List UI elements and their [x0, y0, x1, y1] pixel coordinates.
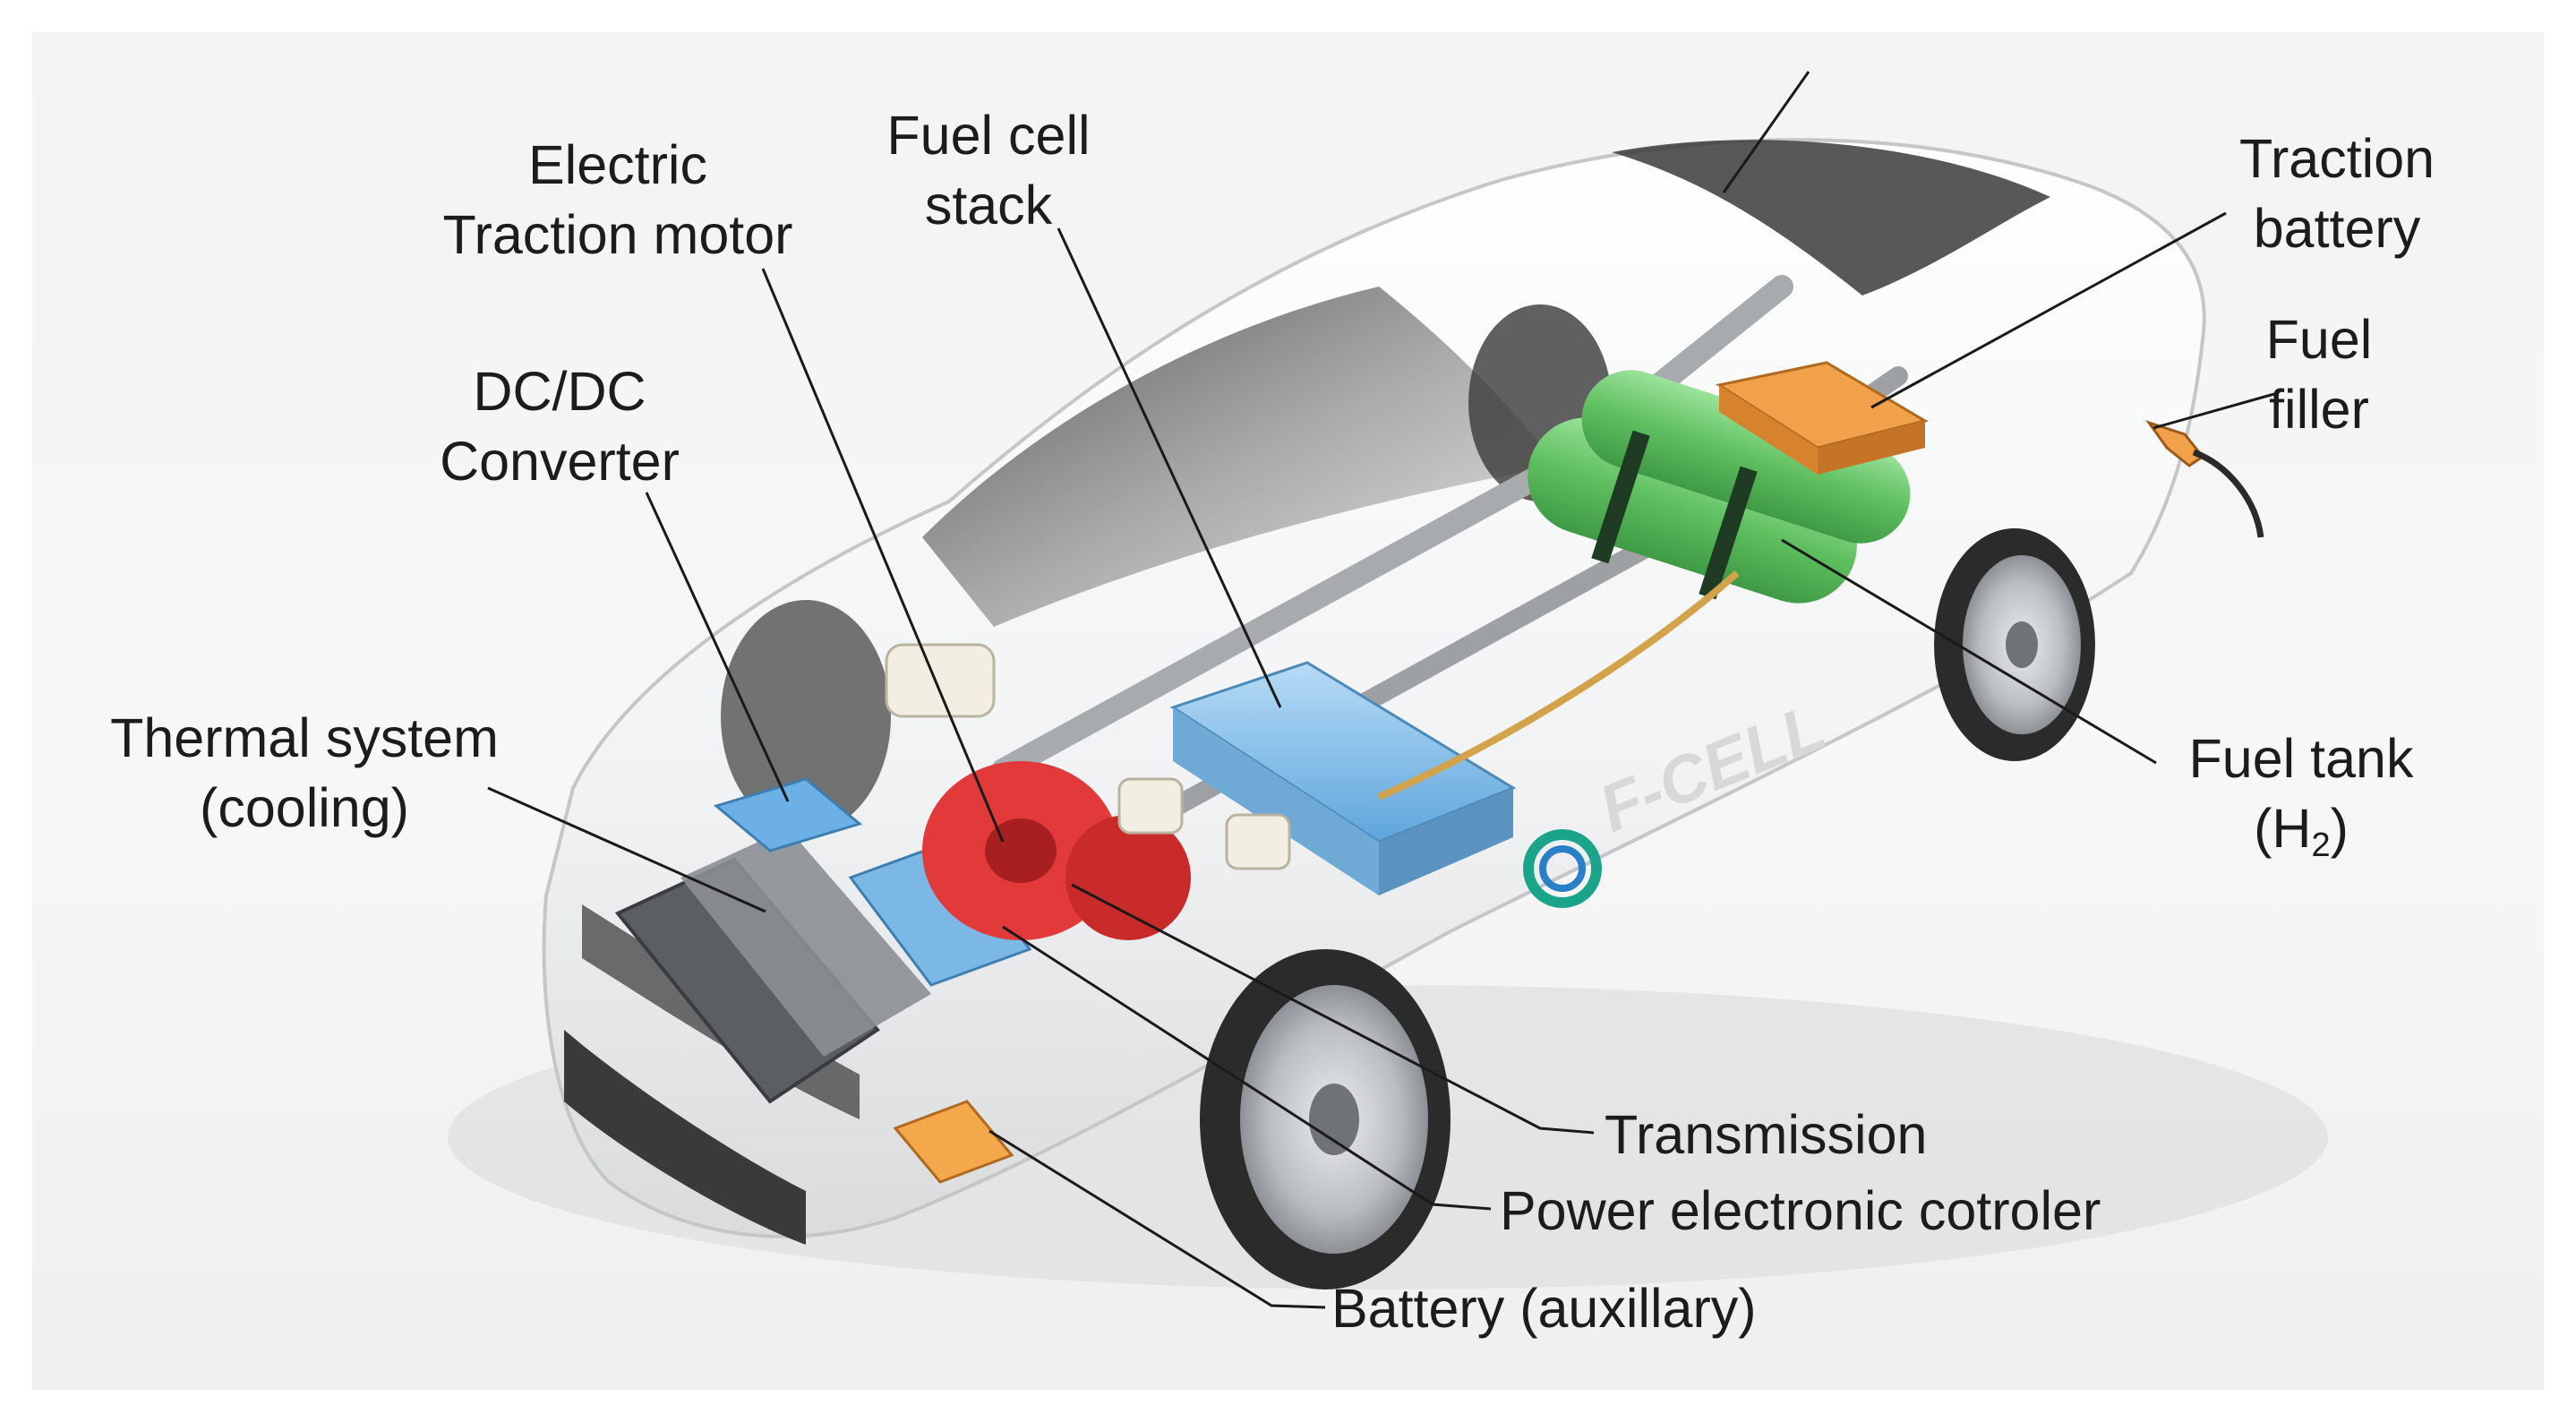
label-traction-battery: Traction battery	[2203, 124, 2471, 263]
label-traction-battery-line2: battery	[2253, 198, 2421, 260]
leader-fuel-tank	[1781, 538, 2157, 765]
label-fuel-tank-subscript: 2	[2311, 827, 2331, 865]
label-transmission: Transmission	[1605, 1100, 1927, 1169]
label-traction-motor-line2: Traction motor	[442, 204, 793, 266]
rear-window	[1612, 140, 2050, 296]
label-power-electronic: Power electronic cotroler	[1500, 1176, 2101, 1246]
leader-traction-motor	[761, 268, 1005, 843]
label-fuel-filler-line2: filler	[2269, 379, 2369, 441]
fuel-filler-nozzle	[2145, 420, 2264, 538]
label-battery-aux-text: Battery (auxillary)	[1331, 1278, 1757, 1339]
label-fuel-tank-line1: Fuel tank	[2188, 728, 2414, 789]
label-fuel-cell-stack: Fuel cell stack	[836, 100, 1141, 240]
aux-battery-unit	[893, 1100, 1014, 1184]
fuel-cell-stack-unit	[1169, 661, 1517, 895]
label-traction-motor: Electric Traction motor	[410, 130, 826, 270]
label-dcdc-converter-line1: DC/DC	[473, 361, 646, 422]
leader-fuel-cell-stack	[1057, 227, 1282, 708]
front-wheel	[1200, 949, 1451, 1289]
leader-fuel-filler	[2152, 392, 2275, 430]
front-left-wheel	[721, 600, 891, 833]
traction-motor-unit	[922, 761, 1191, 940]
hydrogen-line	[1377, 570, 1740, 801]
label-traction-battery-line1: Traction	[2238, 128, 2435, 189]
label-transmission-text: Transmission	[1605, 1104, 1928, 1165]
leader-transmission	[1071, 883, 1595, 1135]
label-thermal-system-line2: (cooling)	[200, 777, 409, 839]
label-traction-motor-line1: Electric	[528, 134, 707, 195]
label-fuel-cell-stack-line2: stack	[924, 175, 1053, 236]
label-thermal-system-line1: Thermal system	[110, 707, 499, 768]
leader-traction-battery	[1870, 211, 2227, 409]
label-fuel-filler-line1: Fuel	[2265, 309, 2373, 370]
dcdc-converter-unit	[713, 777, 863, 852]
leader-lines	[487, 71, 2275, 1309]
label-fuel-filler: Fuel filler	[2221, 304, 2418, 444]
leader-dcdc-converter	[645, 492, 790, 802]
label-fuel-tank-close: )	[2330, 798, 2349, 860]
leader-battery-aux	[988, 1129, 1326, 1309]
leader-antenna	[1722, 71, 1810, 193]
traction-battery-pack	[1716, 361, 1929, 475]
power-electronics-unit	[848, 840, 1032, 987]
label-thermal-system: Thermal system (cooling)	[72, 703, 537, 843]
label-fuel-tank-line2: (H2)	[2158, 793, 2444, 868]
windshield	[922, 287, 1558, 627]
label-power-electronic-text: Power electronic cotroler	[1500, 1180, 2101, 1241]
label-dcdc-converter-line2: Converter	[440, 431, 680, 493]
leader-power-electronic	[1002, 925, 1492, 1211]
front-grille	[564, 1030, 806, 1245]
hydrogen-tanks	[1528, 370, 1911, 604]
label-fuel-cell-stack-line1: Fuel cell	[886, 105, 1091, 166]
label-fuel-tank-h: (H	[2254, 798, 2312, 860]
fcell-logo	[1523, 829, 1602, 908]
leader-thermal-system	[487, 786, 766, 913]
label-fuel-tank: Fuel tank (H2)	[2158, 724, 2444, 868]
coolant-reservoirs	[885, 643, 1291, 870]
label-battery-aux: Battery (auxillary)	[1331, 1273, 1757, 1343]
label-dcdc-converter: DC/DC Converter	[403, 356, 716, 496]
thermal-radiator	[614, 828, 931, 1104]
